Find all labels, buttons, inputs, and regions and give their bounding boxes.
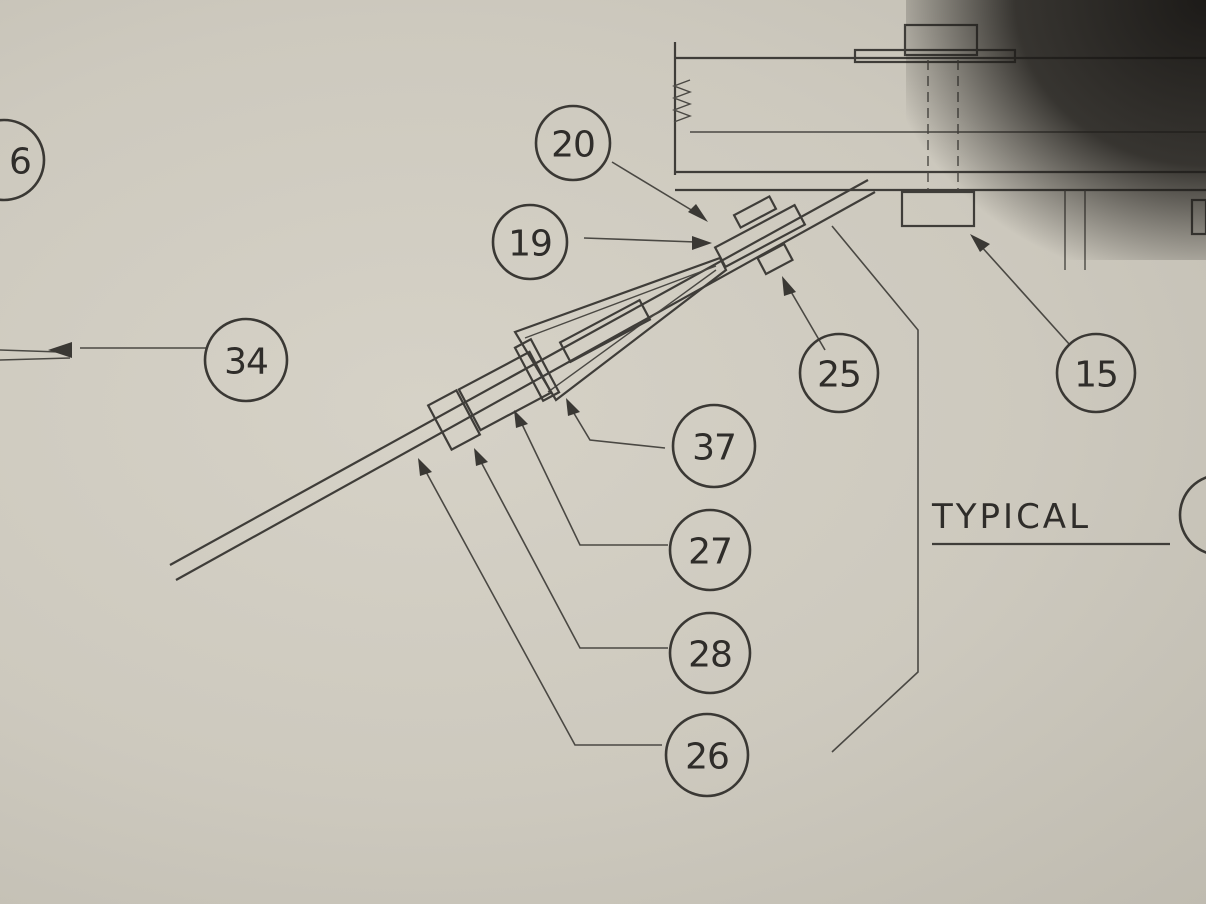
- left-partial-markings: [0, 349, 71, 361]
- callout-label-6: 6: [9, 142, 31, 183]
- title-text: TYPICAL: [931, 497, 1091, 537]
- callout-6-partial: 6: [0, 118, 46, 202]
- callout-label-15: 15: [1074, 355, 1118, 396]
- callout-20: 20: [534, 104, 612, 182]
- callout-label-19: 19: [508, 224, 552, 265]
- beam-assembly: [672, 23, 1206, 270]
- callout-34: 34: [203, 317, 289, 403]
- callout-26: 26: [664, 712, 750, 798]
- callout-label-20: 20: [551, 125, 595, 166]
- callout-label-28: 28: [688, 635, 732, 676]
- title-block: TYPICAL: [931, 476, 1206, 554]
- callout-27: 27: [668, 508, 752, 592]
- callout-label-26: 26: [685, 737, 729, 778]
- leader-lines: [48, 161, 1071, 753]
- callout-label-34: 34: [224, 342, 268, 383]
- callout-25: 25: [798, 332, 880, 414]
- callout-label-25: 25: [817, 355, 861, 396]
- callout-19: 19: [491, 203, 569, 281]
- tension-rod-assembly: [169, 179, 876, 581]
- callout-15: 15: [1055, 332, 1137, 414]
- callout-37: 37: [671, 403, 757, 489]
- callout-label-37: 37: [692, 428, 736, 469]
- callout-label-27: 27: [688, 532, 732, 573]
- callout-28: 28: [668, 611, 752, 695]
